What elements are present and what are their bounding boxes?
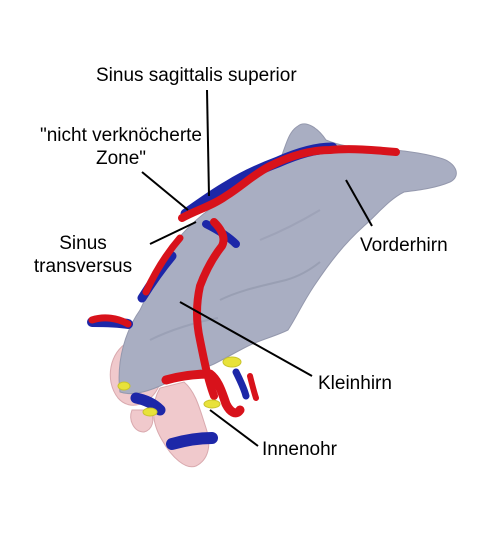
red-veins bbox=[88, 145, 400, 418]
yellow-nerves bbox=[117, 356, 242, 417]
leader-sinus-sagittalis bbox=[206, 89, 210, 197]
label-zone: "nicht verknöcherte Zone" bbox=[6, 124, 236, 170]
leader-lines bbox=[141, 89, 373, 447]
label-sinus-transversus-line1: Sinus bbox=[59, 233, 107, 254]
leader-innenohr bbox=[209, 409, 259, 447]
leader-kleinhirn bbox=[179, 301, 313, 377]
label-kleinhirn: Kleinhirn bbox=[318, 373, 392, 394]
leader-sinus-transversus bbox=[149, 221, 197, 245]
label-vorderhirn: Vorderhirn bbox=[360, 235, 448, 256]
label-innenohr: Innenohr bbox=[262, 439, 338, 460]
label-zone-line2: Zone" bbox=[95, 148, 147, 169]
label-sinus-sagittalis: Sinus sagittalis superior bbox=[96, 65, 297, 86]
leader-vorderhirn bbox=[345, 179, 373, 227]
label-sinus-transversus: Sinus transversus bbox=[28, 232, 138, 278]
brain-body bbox=[118, 123, 457, 395]
label-sinus-transversus-line2: transversus bbox=[33, 256, 133, 277]
label-zone-line1: "nicht verknöcherte bbox=[40, 125, 202, 146]
leader-zone bbox=[141, 171, 189, 211]
